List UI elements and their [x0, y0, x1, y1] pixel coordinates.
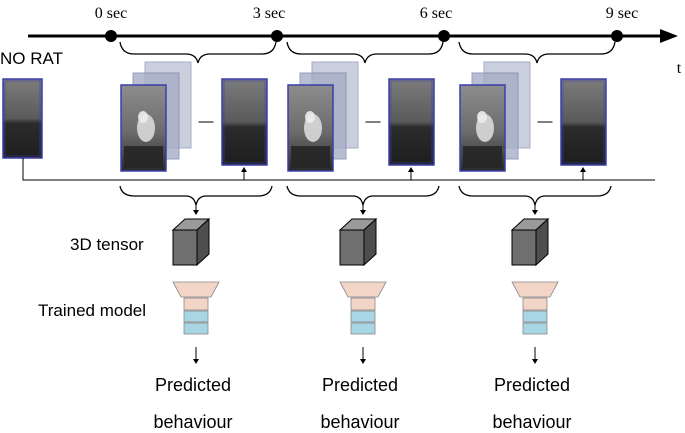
top-brace	[119, 41, 277, 64]
arrow-up-icon	[241, 167, 247, 172]
output-label-line1: Predicted	[494, 375, 570, 395]
window-group-2: — Predicted behaviour	[286, 41, 444, 432]
output-label-line2: behaviour	[153, 412, 232, 432]
timeline: 0 sec 3 sec 6 sec 9 sec t	[28, 5, 682, 77]
top-brace	[286, 41, 444, 64]
tick-label: 3 sec	[253, 5, 285, 22]
tick-label: 6 sec	[420, 5, 452, 22]
arrow-up-icon	[580, 167, 586, 172]
baseline-frame	[2, 78, 43, 159]
cube-icon	[510, 217, 550, 267]
empty-frame	[560, 78, 607, 166]
minus-sign: —	[538, 113, 553, 130]
arrow-up-icon	[408, 167, 414, 172]
arrow-down-icon	[532, 359, 538, 364]
cube-icon	[338, 217, 378, 267]
output-label-line2: behaviour	[320, 412, 399, 432]
rat-frame	[459, 84, 506, 172]
arrow-down-icon	[532, 210, 538, 215]
tick-label: 9 sec	[606, 5, 638, 22]
baseline-label: NO RAT	[0, 49, 63, 68]
cube-icon	[171, 217, 211, 267]
arrow-down-icon	[360, 359, 366, 364]
empty-frame	[388, 78, 435, 166]
arrow-down-icon	[193, 210, 199, 215]
window-group-3: — Predicted behaviour	[458, 41, 616, 432]
minus-sign: —	[366, 113, 381, 130]
window-group-1: — Predicted behaviour	[119, 41, 277, 432]
rat-frame	[287, 84, 334, 172]
model-row-label: Trained model	[38, 301, 146, 320]
output-label-line1: Predicted	[322, 375, 398, 395]
bottom-brace	[286, 185, 440, 206]
output-label-line1: Predicted	[155, 375, 231, 395]
top-brace	[458, 41, 616, 64]
timeline-tick-dot	[105, 30, 117, 42]
tick-label: 0 sec	[95, 5, 127, 22]
minus-sign: —	[199, 113, 214, 130]
bottom-brace	[119, 185, 273, 206]
timeline-tick-dot	[611, 30, 623, 42]
empty-frame	[221, 78, 268, 166]
arrow-right-icon	[660, 29, 678, 43]
funnel-network-icon	[511, 281, 559, 335]
arrow-down-icon	[193, 359, 199, 364]
timeline-tick-dot	[271, 30, 283, 42]
output-label-line2: behaviour	[492, 412, 571, 432]
funnel-network-icon	[172, 281, 220, 335]
tensor-row-label: 3D tensor	[70, 235, 144, 254]
bottom-brace	[458, 185, 612, 206]
rat-frame	[120, 84, 167, 172]
funnel-network-icon	[339, 281, 387, 335]
baseline-connector	[22, 158, 655, 181]
arrow-down-icon	[360, 210, 366, 215]
axis-label: t	[677, 60, 682, 77]
timeline-tick-dot	[438, 30, 450, 42]
